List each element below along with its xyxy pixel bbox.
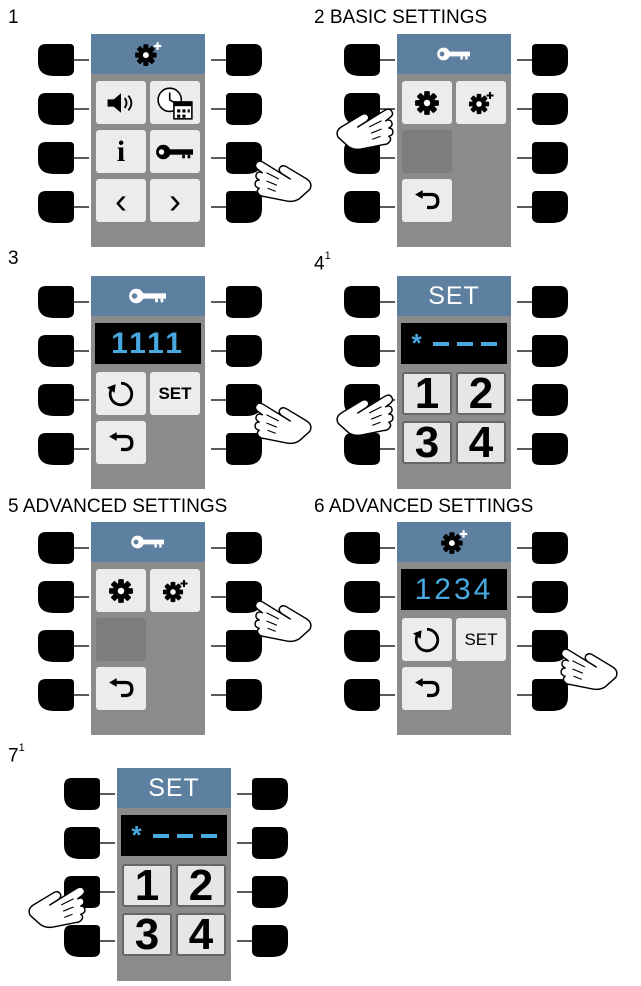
set-label: SET (464, 629, 498, 649)
hand-pointer-icon (334, 102, 396, 154)
key-tile[interactable] (150, 130, 200, 173)
gear-plus-icon (438, 526, 470, 558)
hand-pointer-icon (558, 642, 620, 694)
step-label-2: 2 BASIC SETTINGS (314, 7, 488, 28)
basic-settings-tile[interactable] (402, 81, 452, 124)
back-tile[interactable] (402, 667, 452, 710)
arrow-right-tile[interactable]: › (150, 179, 200, 222)
back-arrow-icon (414, 678, 440, 700)
arrow-left-icon: ‹ (115, 179, 127, 221)
panel-step-7: SET * 1 2 3 4 (56, 768, 296, 986)
step-label-3: 3 (8, 248, 19, 269)
set-screen: SET * 1 2 3 4 (397, 276, 511, 489)
keypad-1[interactable]: 1 (122, 863, 172, 907)
info-icon: i (116, 134, 126, 168)
reset-tile[interactable] (96, 372, 146, 415)
key-icon (155, 143, 195, 161)
code-screen: 1234 SET (397, 522, 511, 735)
keypad-4[interactable]: 4 (456, 420, 506, 464)
gear-plus-icon (466, 88, 496, 118)
empty-tile (402, 130, 452, 173)
keypad-3[interactable]: 3 (402, 420, 452, 464)
screen-header (91, 522, 205, 562)
screen-header: SET (397, 276, 511, 316)
set-tile[interactable]: SET (456, 618, 506, 661)
step-label-7: 71 (8, 742, 25, 767)
panel-step-4: SET * 1 2 3 4 (336, 276, 576, 494)
hand-pointer-icon (252, 396, 314, 448)
back-tile[interactable] (402, 179, 452, 222)
panel-step-1: i ‹ › (30, 34, 270, 252)
arrow-right-icon: › (169, 179, 181, 221)
code-screen: 1111 SET (91, 276, 205, 489)
screen-header (397, 34, 511, 74)
code-display: 1111 (95, 323, 201, 364)
set-header-label: SET (428, 281, 480, 310)
empty-tile (96, 618, 146, 661)
keypad-2[interactable]: 2 (176, 863, 226, 907)
set-label: SET (158, 383, 192, 403)
keypad-4[interactable]: 4 (176, 912, 226, 956)
back-arrow-icon (414, 190, 440, 212)
step-label-6: 6 ADVANCED SETTINGS (314, 496, 534, 517)
gear-icon (108, 578, 134, 604)
speaker-icon (106, 92, 136, 114)
screen-header (397, 522, 511, 562)
panel-step-2 (336, 34, 576, 252)
gear-icon (414, 90, 440, 116)
keypad-2[interactable]: 2 (456, 371, 506, 415)
panel-step-3: 1111 SET (30, 276, 270, 494)
back-arrow-icon (108, 432, 134, 454)
screen-header (91, 34, 205, 74)
hand-pointer-icon (334, 388, 396, 440)
keypad-3[interactable]: 3 (122, 912, 172, 956)
menu-screen: i ‹ › (91, 34, 205, 247)
back-tile[interactable] (96, 421, 146, 464)
panel-step-6: 1234 SET (336, 522, 576, 740)
screen-header (91, 276, 205, 316)
settings-screen (397, 34, 511, 247)
code-display: 1234 (401, 569, 507, 610)
entry-star: * (131, 820, 145, 850)
step-label-5: 5 ADVANCED SETTINGS (8, 496, 228, 517)
back-arrow-icon (108, 678, 134, 700)
set-header-label: SET (148, 773, 200, 802)
screen-header: SET (117, 768, 231, 808)
key-icon (436, 46, 472, 62)
basic-settings-tile[interactable] (96, 569, 146, 612)
reset-icon (413, 626, 441, 654)
gear-plus-icon (160, 576, 190, 606)
set-tile[interactable]: SET (150, 372, 200, 415)
hand-pointer-icon (252, 594, 314, 646)
info-tile[interactable]: i (96, 130, 146, 173)
hand-pointer-icon (252, 154, 314, 206)
arrow-left-tile[interactable]: ‹ (96, 179, 146, 222)
advanced-settings-tile[interactable] (456, 81, 506, 124)
set-screen: SET * 1 2 3 4 (117, 768, 231, 981)
entry-star: * (411, 328, 425, 358)
keypad-1[interactable]: 1 (402, 371, 452, 415)
step-label-4: 41 (314, 250, 331, 275)
sound-tile[interactable] (96, 81, 146, 124)
step-label-1: 1 (8, 7, 19, 28)
reset-tile[interactable] (402, 618, 452, 661)
advanced-settings-tile[interactable] (150, 569, 200, 612)
key-icon (128, 287, 168, 305)
clock-calendar-icon (156, 86, 194, 120)
panel-step-5 (30, 522, 270, 740)
gear-plus-icon (132, 38, 164, 70)
settings-screen (91, 522, 205, 735)
hand-pointer-icon (26, 880, 88, 932)
clock-tile[interactable] (150, 81, 200, 124)
entry-dashes (152, 833, 217, 838)
reset-icon (107, 380, 135, 408)
back-tile[interactable] (96, 667, 146, 710)
code-entry-display: * (401, 323, 507, 364)
entry-dashes (432, 341, 497, 346)
key-icon (130, 534, 166, 550)
code-entry-display: * (121, 815, 227, 856)
